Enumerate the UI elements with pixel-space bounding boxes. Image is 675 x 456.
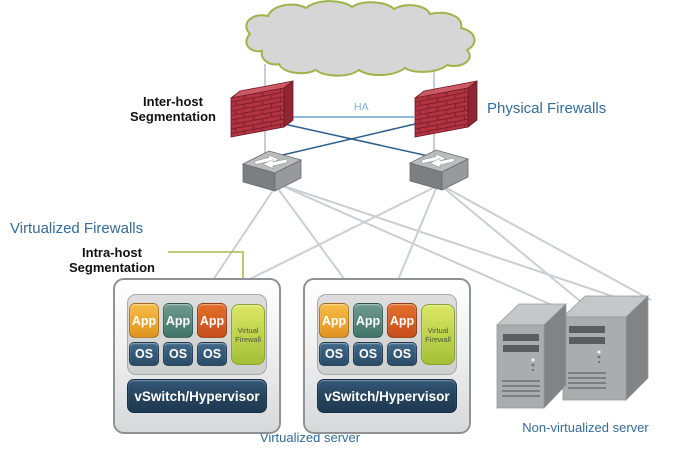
vm-1: App OS xyxy=(129,303,159,366)
virtualized-server-2: App OS App OS App OS Virtual Firewall vS… xyxy=(303,278,471,434)
ha-label: HA xyxy=(354,101,369,113)
vm-3: App OS xyxy=(197,303,227,366)
os-box: OS xyxy=(387,342,417,366)
firewall-links xyxy=(273,123,434,158)
non-virtualized-server-label: Non-virtualized server xyxy=(522,420,649,435)
intra-host-line2: Segmentation xyxy=(69,260,155,275)
internet-cloud-icon xyxy=(245,0,476,77)
vm-container: App OS App OS App OS Virtual Firewall xyxy=(127,294,267,375)
os-box: OS xyxy=(197,342,227,366)
virtualized-server-1: App OS App OS App OS Virtual Firewall vS… xyxy=(113,278,281,434)
virtualized-firewalls-label: Virtualized Firewalls xyxy=(10,220,144,237)
app-box: App xyxy=(319,303,349,338)
app-box: App xyxy=(163,303,193,338)
tower-server-right-icon xyxy=(562,295,649,401)
os-box: OS xyxy=(353,342,383,366)
tower-server-left-icon xyxy=(496,303,567,409)
app-box: App xyxy=(387,303,417,338)
hypervisor-bar: vSwitch/Hypervisor xyxy=(127,379,267,413)
switch-right-icon xyxy=(408,149,470,191)
os-box: OS xyxy=(163,342,193,366)
app-box: App xyxy=(197,303,227,338)
vm-container: App OS App OS App OS Virtual Firewall xyxy=(317,294,457,375)
physical-firewall-left-icon xyxy=(230,80,294,138)
switch-left-icon xyxy=(241,150,303,192)
os-box: OS xyxy=(319,342,349,366)
virtual-firewall-box: Virtual Firewall xyxy=(231,304,265,365)
inter-host-segmentation-label: Inter-host Segmentation xyxy=(118,94,228,124)
app-box: App xyxy=(129,303,159,338)
inter-host-line2: Segmentation xyxy=(130,109,216,124)
virtual-firewall-box: Virtual Firewall xyxy=(421,304,455,365)
vm-2: App OS xyxy=(163,303,193,366)
app-box: App xyxy=(353,303,383,338)
physical-firewalls-label: Physical Firewalls xyxy=(487,100,607,117)
vm-1: App OS xyxy=(319,303,349,366)
intra-host-segmentation-label: Intra-host Segmentation xyxy=(58,245,166,275)
vm-2: App OS xyxy=(353,303,383,366)
connection-lines xyxy=(212,64,652,311)
intra-host-line1: Intra-host xyxy=(82,245,142,260)
inter-host-line1: Inter-host xyxy=(143,94,203,109)
vm-3: App OS xyxy=(387,303,417,366)
physical-firewall-right-icon xyxy=(414,80,478,138)
hypervisor-bar: vSwitch/Hypervisor xyxy=(317,379,457,413)
os-box: OS xyxy=(129,342,159,366)
